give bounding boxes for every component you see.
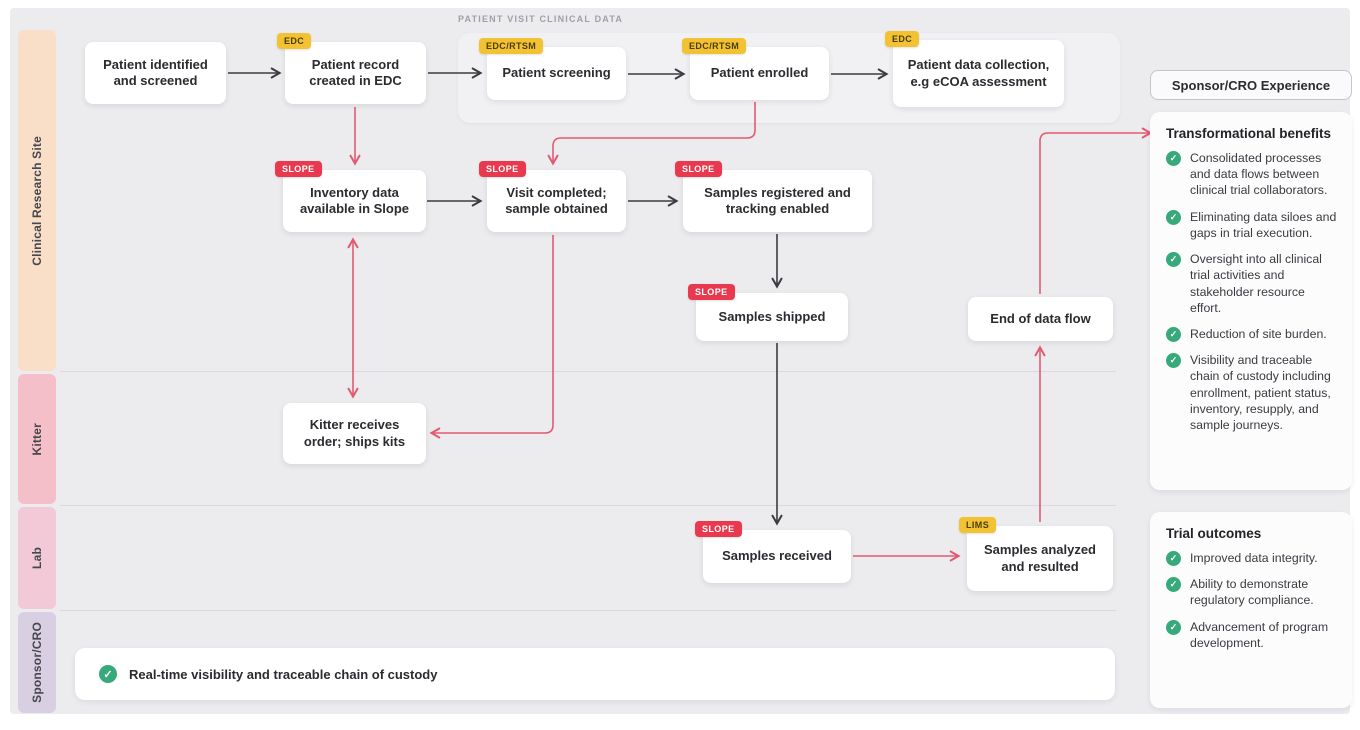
lane-divider xyxy=(60,610,1116,611)
lane-sponsor-cro: Sponsor/CRO xyxy=(18,612,56,713)
check-circle-icon: ✓ xyxy=(1166,551,1181,566)
edc-rtsm-badge: EDC/RTSM xyxy=(479,38,544,55)
node-label: Inventory data available in Slope xyxy=(299,184,410,216)
check-circle-icon: ✓ xyxy=(1166,353,1181,369)
node-patient-identified: Patient identified and screened xyxy=(85,42,226,104)
benefits-title: Transformational benefits xyxy=(1166,126,1332,141)
outcome-item: ✓ Ability to demonstrate regulatory comp… xyxy=(1166,576,1338,608)
node-patient-record-edc: EDC Patient record created in EDC xyxy=(277,33,426,104)
benefit-item: ✓ Eliminating data siloes and gaps in tr… xyxy=(1166,209,1338,241)
check-circle-icon: ✓ xyxy=(1166,577,1181,593)
check-circle-icon: ✓ xyxy=(1166,209,1181,225)
benefit-text: Visibility and traceable chain of custod… xyxy=(1190,353,1331,433)
benefit-item: ✓ Consolidated processes and data flows … xyxy=(1166,150,1338,199)
lane-label: Kitter xyxy=(30,422,44,456)
realtime-visibility-banner: ✓ Real-time visibility and traceable cha… xyxy=(75,648,1115,700)
benefit-text: Reduction of site burden. xyxy=(1190,326,1327,341)
transformational-benefits-card: Transformational benefits ✓ Consolidated… xyxy=(1150,112,1352,490)
lane-clinical-research-site: Clinical Research Site xyxy=(18,30,56,371)
node-label: Patient identified and screened xyxy=(103,56,208,88)
edc-badge: EDC xyxy=(277,33,312,50)
lane-kitter: Kitter xyxy=(18,374,56,504)
benefit-text: Eliminating data siloes and gaps in tria… xyxy=(1190,209,1337,240)
edc-rtsm-badge: EDC/RTSM xyxy=(682,38,747,55)
node-patient-enrolled: EDC/RTSM Patient enrolled xyxy=(682,38,829,100)
node-samples-analyzed: LIMS Samples analyzed and resulted xyxy=(959,517,1113,591)
node-patient-screening: EDC/RTSM Patient screening xyxy=(479,38,626,100)
node-end-of-data-flow: End of data flow xyxy=(968,297,1113,341)
outcome-text: Advancement of program development. xyxy=(1190,619,1329,650)
lane-label: Lab xyxy=(30,547,44,569)
node-samples-registered: SLOPE Samples registered and tracking en… xyxy=(675,161,872,232)
outcome-text: Ability to demonstrate regulatory compli… xyxy=(1190,577,1314,608)
node-label: Patient screening xyxy=(502,65,611,81)
check-circle-icon: ✓ xyxy=(1166,151,1181,166)
node-label: Patient data collection, e.g eCOA assess… xyxy=(907,57,1050,89)
node-label: Samples received xyxy=(722,548,832,564)
node-inventory-data-slope: SLOPE Inventory data available in Slope xyxy=(275,161,426,232)
lane-label: Clinical Research Site xyxy=(30,135,44,266)
slope-badge: SLOPE xyxy=(695,521,742,538)
outcome-item: ✓ Advancement of program development. xyxy=(1166,619,1338,651)
node-label: Visit completed; sample obtained xyxy=(505,184,608,216)
outcomes-title: Trial outcomes xyxy=(1166,526,1262,541)
check-circle-icon: ✓ xyxy=(99,665,117,683)
outcome-text: Improved data integrity. xyxy=(1190,551,1318,565)
sponsor-cro-experience-pill: Sponsor/CRO Experience xyxy=(1150,70,1352,100)
lane-lab: Lab xyxy=(18,507,56,609)
slope-badge: SLOPE xyxy=(688,284,735,301)
node-samples-received: SLOPE Samples received xyxy=(695,521,851,583)
check-circle-icon: ✓ xyxy=(1166,619,1181,635)
benefit-text: Oversight into all clinical trial activi… xyxy=(1190,252,1322,315)
patient-visit-strip-label: PATIENT VISIT CLINICAL DATA xyxy=(458,14,624,24)
check-circle-icon: ✓ xyxy=(1166,252,1181,268)
node-label: Samples analyzed and resulted xyxy=(984,542,1096,574)
node-kitter-receives-order: Kitter receives order; ships kits xyxy=(283,403,426,464)
slope-badge: SLOPE xyxy=(275,161,322,178)
node-label: Patient enrolled xyxy=(710,65,809,81)
node-samples-shipped: SLOPE Samples shipped xyxy=(688,284,848,341)
lane-divider xyxy=(60,505,1116,506)
node-label: Samples shipped xyxy=(718,308,826,324)
edc-badge: EDC xyxy=(885,31,920,48)
lane-divider xyxy=(60,371,1116,372)
slope-badge: SLOPE xyxy=(675,161,722,178)
lane-label: Sponsor/CRO xyxy=(30,622,44,703)
node-patient-data-collection: EDC Patient data collection, e.g eCOA as… xyxy=(885,31,1064,107)
trial-outcomes-card: Trial outcomes ✓ Improved data integrity… xyxy=(1150,512,1352,708)
slope-badge: SLOPE xyxy=(479,161,526,178)
benefit-item: ✓ Oversight into all clinical trial acti… xyxy=(1166,251,1338,316)
node-label: Patient record created in EDC xyxy=(309,56,402,88)
node-label: End of data flow xyxy=(990,310,1091,326)
check-circle-icon: ✓ xyxy=(1166,326,1181,342)
lims-badge: LIMS xyxy=(959,517,997,534)
node-visit-completed: SLOPE Visit completed; sample obtained xyxy=(479,161,626,232)
node-label: Kitter receives order; ships kits xyxy=(303,417,406,449)
pill-label: Sponsor/CRO Experience xyxy=(1171,77,1331,93)
outcome-item: ✓ Improved data integrity. xyxy=(1166,550,1338,566)
node-label: Samples registered and tracking enabled xyxy=(704,184,851,216)
benefit-item: ✓ Reduction of site burden. xyxy=(1166,326,1338,342)
benefit-item: ✓ Visibility and traceable chain of cust… xyxy=(1166,352,1338,433)
banner-text: Real-time visibility and traceable chain… xyxy=(129,666,438,682)
benefit-text: Consolidated processes and data flows be… xyxy=(1190,151,1328,198)
